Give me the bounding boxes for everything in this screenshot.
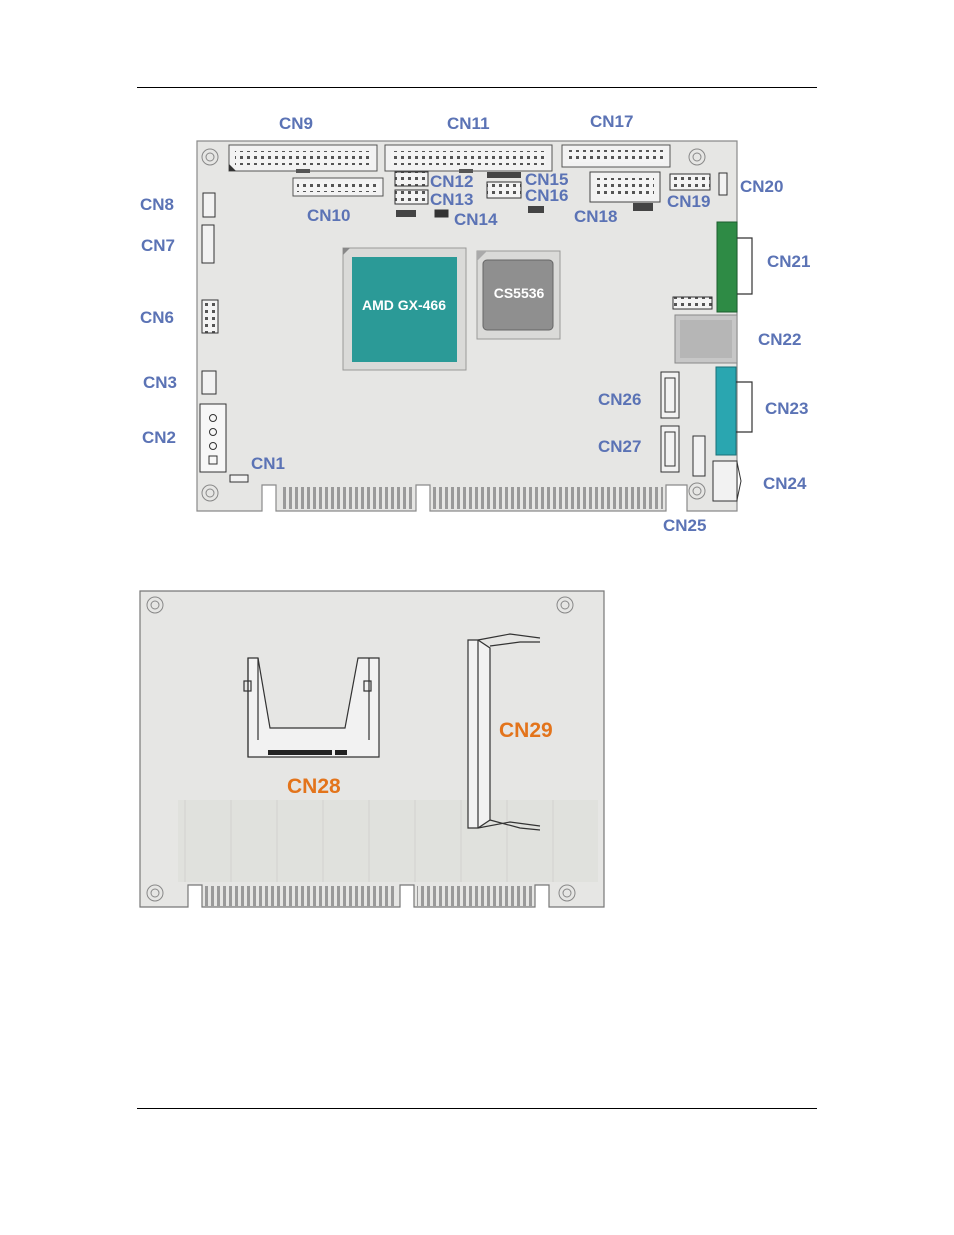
cn20-connector	[719, 173, 727, 195]
cn8-connector	[203, 193, 215, 217]
cn26-label: CN26	[598, 390, 641, 409]
cn12-connector	[395, 172, 428, 186]
cn12-label: CN12	[430, 172, 473, 191]
cn23-label: CN23	[765, 399, 808, 418]
bottom-board: CN28 CN29	[140, 591, 604, 907]
cn25-connector	[693, 436, 705, 476]
cn2-label: CN2	[142, 428, 176, 447]
cn19-label: CN19	[667, 192, 710, 211]
cn9-connector	[229, 145, 377, 173]
cn13-label: CN13	[430, 190, 473, 209]
cn19-connector	[670, 174, 710, 190]
cn28-label: CN28	[287, 775, 341, 798]
bottom-board-trace-area	[178, 800, 598, 882]
top-board: AMD GX-466 CS5536	[140, 112, 810, 535]
cn18-label: CN18	[574, 207, 617, 226]
cn15-connector	[487, 172, 521, 178]
cn16-jumper	[528, 206, 544, 213]
cn17-connector	[562, 145, 670, 167]
cn22-connector	[675, 315, 737, 363]
header-near-cn21	[673, 297, 712, 309]
cn23-connector	[716, 367, 752, 455]
chipset-label: CS5536	[494, 285, 545, 301]
cn21-connector	[717, 222, 752, 312]
cn11-label: CN11	[447, 114, 490, 133]
cn16-connector	[487, 182, 521, 198]
edge-connector-left	[280, 487, 413, 509]
cn10-connector	[293, 178, 383, 196]
cn2-connector	[200, 404, 226, 472]
cn24-connector	[713, 461, 741, 501]
cn13-connector	[395, 190, 428, 204]
cn18-jumper	[633, 203, 653, 211]
cn1-connector	[230, 475, 248, 482]
cn18-connector	[590, 172, 660, 202]
cn10-label: CN10	[307, 206, 350, 225]
cn27-label: CN27	[598, 437, 641, 456]
cn9-label: CN9	[279, 114, 313, 133]
cn1-label: CN1	[251, 454, 285, 473]
cn14-label: CN14	[454, 210, 498, 229]
cn6-label: CN6	[140, 308, 174, 327]
cn16-label: CN16	[525, 186, 568, 205]
cn20-label: CN20	[740, 177, 783, 196]
cn3-label: CN3	[143, 373, 177, 392]
cn24-label: CN24	[763, 474, 807, 493]
cpu-label: AMD GX-466	[362, 297, 446, 313]
cn11-connector	[385, 145, 552, 173]
cn8-label: CN8	[140, 195, 174, 214]
cn14-connector	[435, 210, 448, 217]
cn7-label: CN7	[141, 236, 175, 255]
cn25-label: CN25	[663, 516, 706, 535]
bottom-edge-connector-right	[417, 886, 532, 906]
cn17-label: CN17	[590, 112, 633, 131]
cn29-label: CN29	[499, 719, 553, 742]
cn21-label: CN21	[767, 252, 810, 271]
bottom-edge-connector-left	[205, 886, 397, 906]
cn27-connector	[661, 426, 679, 472]
cpu-chip: AMD GX-466	[343, 248, 466, 370]
cn22-label: CN22	[758, 330, 801, 349]
small-jumper	[396, 210, 416, 217]
edge-connector-right	[433, 487, 663, 509]
cn26-connector	[661, 372, 679, 418]
chipset-chip: CS5536	[477, 251, 560, 339]
cn6-connector	[202, 300, 218, 333]
cn7-connector	[202, 225, 214, 263]
cn3-connector	[202, 371, 216, 394]
